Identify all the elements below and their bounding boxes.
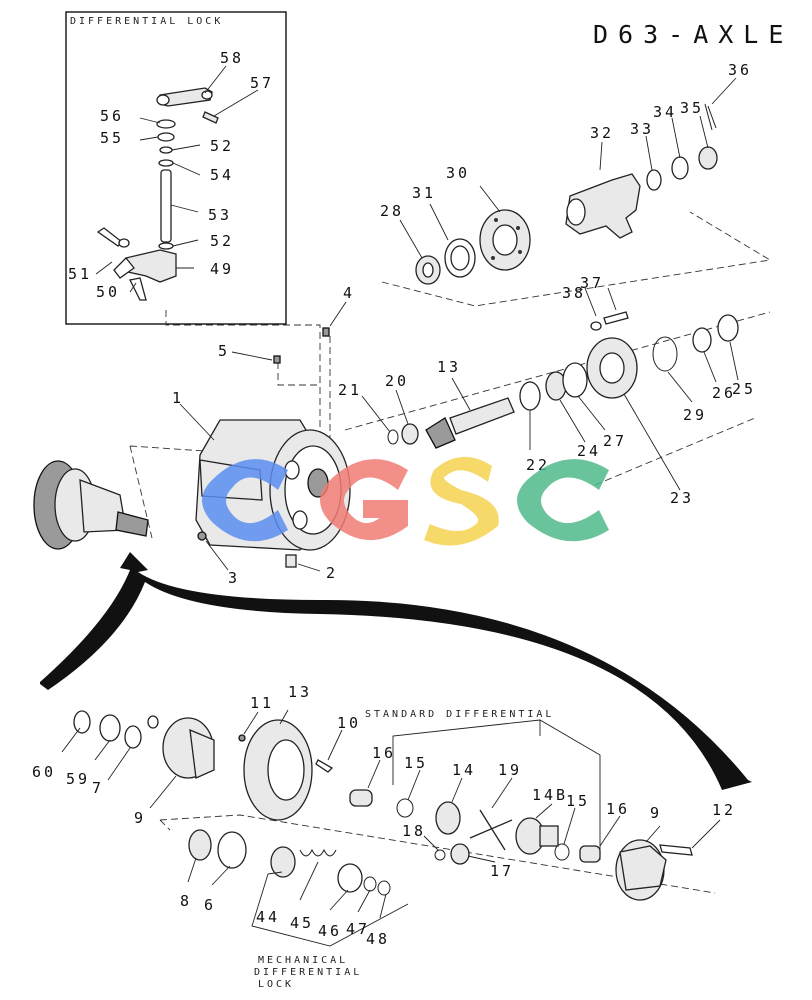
mechanical-caption-line1: MECHANICAL bbox=[258, 955, 348, 966]
callout-13-lower: 13 bbox=[288, 683, 312, 701]
callout-48: 48 bbox=[366, 930, 390, 948]
mechanical-caption-line3: LOCK bbox=[258, 979, 294, 990]
callout-5: 5 bbox=[218, 342, 230, 360]
callout-19: 19 bbox=[498, 761, 522, 779]
lower-differential-group: STANDARD DIFFERENTIAL bbox=[32, 683, 736, 990]
callout-36: 36 bbox=[728, 61, 752, 79]
callout-14B: 14B bbox=[532, 786, 568, 804]
watermark-letter-g-1 bbox=[320, 459, 408, 541]
callout-26: 26 bbox=[712, 384, 736, 402]
callout-23: 23 bbox=[670, 489, 694, 507]
pinion-group: 21 20 13 22 24 27 23 29 26 25 bbox=[338, 311, 771, 507]
callout-15: 15 bbox=[404, 754, 428, 772]
callout-49: 49 bbox=[210, 260, 234, 278]
callout-24: 24 bbox=[577, 442, 601, 460]
differential-assembly bbox=[33, 460, 149, 550]
callout-20: 20 bbox=[385, 372, 409, 390]
callout-3: 3 bbox=[228, 569, 240, 587]
watermark-letter-c-0 bbox=[202, 459, 288, 542]
axle-housing: 1 3 2 4 5 bbox=[129, 284, 355, 587]
callout-25: 25 bbox=[732, 380, 756, 398]
callout-7: 7 bbox=[92, 779, 104, 797]
callout-2: 2 bbox=[326, 564, 338, 582]
callout-18: 18 bbox=[402, 822, 426, 840]
callout-46: 46 bbox=[318, 922, 342, 940]
callout-12: 12 bbox=[712, 801, 736, 819]
callout-31: 31 bbox=[412, 184, 436, 202]
callout-27: 27 bbox=[603, 432, 627, 450]
callout-55: 55 bbox=[100, 129, 124, 147]
watermark-letter-c-3 bbox=[517, 459, 609, 542]
callout-54: 54 bbox=[210, 166, 234, 184]
standard-diff-caption: STANDARD DIFFERENTIAL bbox=[365, 709, 554, 720]
cgsc-watermark bbox=[202, 456, 609, 546]
callout-14: 14 bbox=[452, 761, 476, 779]
callout-10: 10 bbox=[337, 714, 361, 732]
callout-6: 6 bbox=[204, 896, 216, 914]
inset-caption: DIFFERENTIAL LOCK bbox=[70, 16, 223, 27]
callout-9-lower: 9 bbox=[650, 804, 662, 822]
callout-53: 53 bbox=[208, 206, 232, 224]
callout-47: 47 bbox=[346, 920, 370, 938]
callout-1: 1 bbox=[172, 389, 184, 407]
assembly-arrow bbox=[40, 552, 752, 790]
callout-33: 33 bbox=[630, 120, 654, 138]
output-flange-group: 36 32 33 34 35 30 31 28 38 37 bbox=[380, 61, 772, 331]
callout-16-lower: 16 bbox=[606, 800, 630, 818]
callout-57: 57 bbox=[250, 74, 274, 92]
callout-11: 11 bbox=[250, 694, 274, 712]
callout-58: 58 bbox=[220, 49, 244, 67]
callout-4: 4 bbox=[343, 284, 355, 302]
callout-38: 38 bbox=[562, 284, 586, 302]
callout-32: 32 bbox=[590, 124, 614, 142]
callout-30: 30 bbox=[446, 164, 470, 182]
callout-60: 60 bbox=[32, 763, 56, 781]
callout-50: 50 bbox=[96, 283, 120, 301]
callout-35: 35 bbox=[680, 99, 704, 117]
callout-45: 45 bbox=[290, 914, 314, 932]
callout-59: 59 bbox=[66, 770, 90, 788]
callout-28: 28 bbox=[380, 202, 404, 220]
callout-37: 37 bbox=[580, 274, 604, 292]
callout-15-lower: 15 bbox=[566, 792, 590, 810]
callout-13: 13 bbox=[437, 358, 461, 376]
diagram-title: D63-AXLE bbox=[593, 20, 793, 49]
callout-34: 34 bbox=[653, 103, 677, 121]
callout-44: 44 bbox=[256, 908, 280, 926]
mechanical-caption-line2: DIFFERENTIAL bbox=[254, 967, 362, 978]
watermark-letter-s-2 bbox=[424, 456, 499, 546]
callout-8: 8 bbox=[180, 892, 192, 910]
callout-29: 29 bbox=[683, 406, 707, 424]
callout-52-lower: 52 bbox=[210, 232, 234, 250]
differential-lock-inset: DIFFERENTIAL LOCK 58 bbox=[65, 11, 287, 325]
callout-16: 16 bbox=[372, 744, 396, 762]
callout-21: 21 bbox=[338, 381, 362, 399]
callout-56: 56 bbox=[100, 107, 124, 125]
callout-51: 51 bbox=[68, 265, 92, 283]
callout-9: 9 bbox=[134, 809, 146, 827]
callout-17: 17 bbox=[490, 862, 514, 880]
callout-52: 52 bbox=[210, 137, 234, 155]
